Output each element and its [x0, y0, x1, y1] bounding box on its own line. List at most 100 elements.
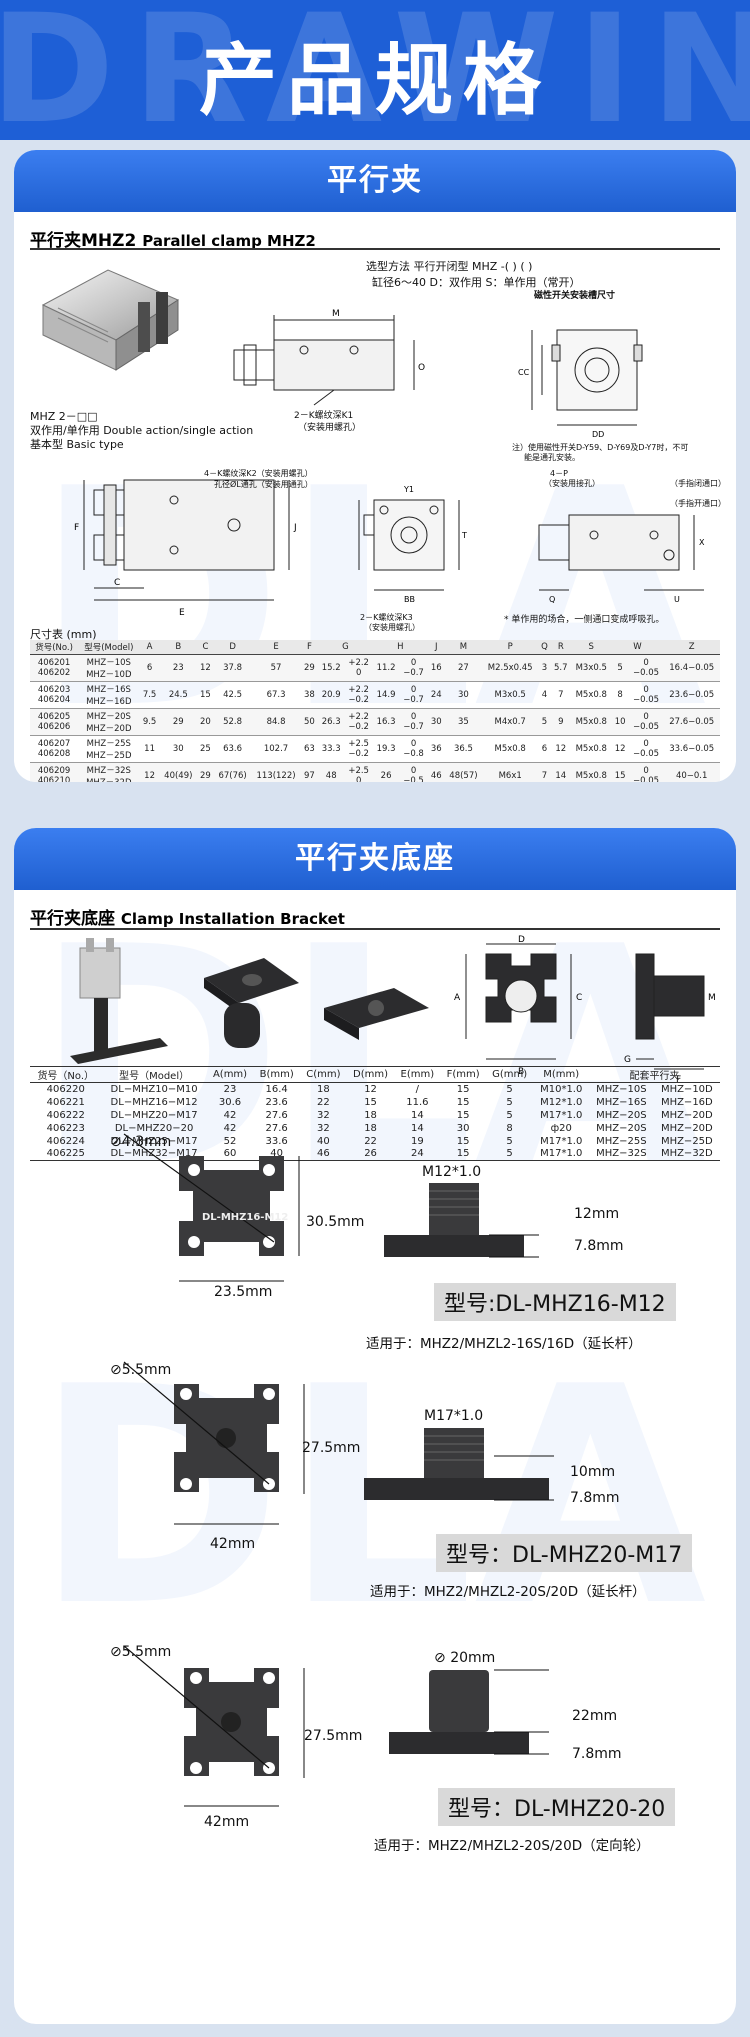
- bracket-table-cell: 27.6: [265, 1109, 288, 1121]
- bracket-table-cell: 16.4: [265, 1083, 288, 1095]
- spec-table-cell: 0 −0.05: [628, 735, 664, 763]
- p1-width-dim: 23.5mm: [214, 1284, 273, 1300]
- spec-table-cell: 12: [550, 735, 571, 763]
- bracket-table-cell: 406225: [30, 1147, 102, 1161]
- spec-table-cell: 20: [196, 708, 214, 736]
- bracket-table-cell: DL−MHZ20−M17: [110, 1109, 198, 1121]
- bracket-table-cell: 18: [364, 1109, 377, 1121]
- spec-table-cell: 5: [611, 654, 629, 682]
- bracket-table-cell: 15: [456, 1135, 470, 1147]
- p2-hole-dim: ⊘5.5mm: [110, 1362, 172, 1378]
- bracket-assembly-photo: [70, 938, 168, 1064]
- sensor-slot-drawing: CC DD: [518, 329, 643, 439]
- spec-table-cell: MHZ－32S MHZ－32D: [78, 762, 140, 782]
- spec-table-cell: 11: [139, 735, 160, 763]
- spec-table-cell: 19.3: [372, 735, 400, 763]
- spec-table-cell: 3: [538, 654, 551, 682]
- bracket-table-cell: M17*1.0: [533, 1147, 590, 1161]
- spec-table-cell: 20.9: [317, 681, 345, 709]
- spec-table-cell: 38: [300, 681, 318, 709]
- size-table-title: 尺寸表 (mm): [30, 628, 97, 641]
- spec-table-cell: 0 −0.05: [628, 708, 664, 736]
- spec-table-cell: 9.5: [139, 708, 160, 736]
- spec-table-cell: 7: [538, 762, 551, 782]
- p1-side-image: [384, 1183, 539, 1258]
- spec-table-cell: 16.4−0.05: [663, 654, 720, 682]
- p2-side-image: [364, 1428, 554, 1501]
- bracket-header-cell: B(mm): [253, 1066, 300, 1083]
- spec-table-cell: 406207 406208: [30, 735, 79, 763]
- p3-stem-dim: 22mm: [572, 1708, 618, 1724]
- bracket-table-cell: M17*1.0: [540, 1135, 583, 1147]
- spec-header-cell: 货号(No.): [30, 640, 79, 655]
- bracket-table-cell: MHZ−16D: [660, 1096, 713, 1108]
- spec-table-cell: 14.9: [372, 681, 400, 709]
- spec-table-cell: 0 −0.7: [399, 654, 428, 682]
- port-note-s1: （手指闭通口）: [670, 479, 726, 488]
- spec-table-cell: 67.3: [251, 681, 301, 709]
- bracket-table-cell: 22: [317, 1096, 330, 1108]
- bracket-table-cell: 18: [317, 1083, 330, 1095]
- bracket-table-cell: 46: [299, 1147, 347, 1161]
- p1-height-dim: 30.5mm: [306, 1214, 365, 1230]
- bracket-table-cell: M12*1.0: [540, 1096, 583, 1108]
- svg-text:C: C: [576, 993, 582, 1003]
- spec-table-cell: 33.3: [317, 735, 345, 763]
- spec-table-cell: 14: [550, 762, 571, 782]
- bracket-table-cell: /: [415, 1083, 420, 1095]
- spec-header-cell: A: [139, 640, 160, 655]
- screw-note-k2: 4－K螺纹深K2（安装用螺孔）: [204, 469, 313, 478]
- bracket-table-cell: 27.6: [265, 1122, 288, 1134]
- action-note: 双作用/单作用 Double action/single action: [30, 424, 254, 437]
- spec-table-cell: M6x1: [482, 762, 539, 782]
- svg-text:DD: DD: [592, 430, 604, 439]
- bracket-header-cell: A(mm): [206, 1066, 254, 1083]
- clamp-section-title-en: Parallel clamp MHZ2: [142, 232, 316, 250]
- page-title: 产品规格: [198, 36, 551, 126]
- spec-table-cell: 11.2: [372, 654, 400, 682]
- spec-table-cell: MHZ－25S MHZ－25D: [78, 735, 140, 763]
- p1-plate-image: [123, 1133, 300, 1282]
- selection-line-1: 选型方法 平行开闭型 MHZ -( ) ( ): [366, 260, 533, 273]
- svg-text:T: T: [461, 531, 467, 540]
- spec-table-cell: 29: [159, 708, 197, 736]
- p3-height-dim: 27.5mm: [304, 1728, 363, 1744]
- spec-table-cell: 0 −0.5: [399, 762, 428, 782]
- bracket-table-cell: DL−MHZ20−20: [114, 1122, 194, 1134]
- spec-header-cell: S: [570, 640, 612, 655]
- bracket-table-cell: 33.6: [265, 1135, 288, 1147]
- svg-text:X: X: [699, 538, 705, 547]
- spec-table-cell: 16: [427, 654, 445, 682]
- spec-table-cell: 30: [444, 681, 483, 709]
- p3-plate-image: [123, 1645, 305, 1807]
- spec-header-cell: M: [444, 640, 483, 655]
- bracket-table-cell: MHZ−20D: [660, 1122, 713, 1134]
- svg-text:O: O: [418, 363, 425, 373]
- bracket-table-cell: 14: [410, 1109, 424, 1121]
- bracket-table-cell: 15: [364, 1096, 377, 1108]
- bracket-table-cell: 15: [456, 1083, 470, 1095]
- p3-hole-value: 5.5mm: [121, 1644, 172, 1660]
- spec-table-cell: 7.5: [139, 681, 160, 709]
- basic-type-note: 基本型 Basic type: [30, 438, 124, 451]
- clamp-side-drawing: M O: [233, 309, 425, 406]
- bracket-table-cell: 15: [440, 1147, 486, 1161]
- bracket-table-cell: 406221: [46, 1096, 85, 1108]
- p1-engraving: DL-MHZ16-M12: [202, 1212, 289, 1223]
- selection-line-2: 缸径6～40 D：双作用 S：单作用（常开）: [372, 276, 581, 289]
- bracket-table-cell: 60: [206, 1147, 254, 1161]
- bracket-table-cell: 5: [506, 1109, 513, 1121]
- bracket-table-cell: MHZ−20D: [660, 1109, 713, 1121]
- spec-table-cell: 36.5: [444, 735, 483, 763]
- bracket-header-cell: 货号（No.）: [30, 1066, 102, 1083]
- bracket-table-cell: 5: [506, 1083, 513, 1095]
- p2-width-dim: 42mm: [210, 1536, 256, 1552]
- bracket-photo-1: [204, 958, 299, 1048]
- spec-table-cell: 0 −0.8: [399, 735, 428, 763]
- bracket-header-cell: M(mm): [533, 1066, 590, 1083]
- bracket-table-cell: DL−MHZ16−M12: [110, 1096, 198, 1108]
